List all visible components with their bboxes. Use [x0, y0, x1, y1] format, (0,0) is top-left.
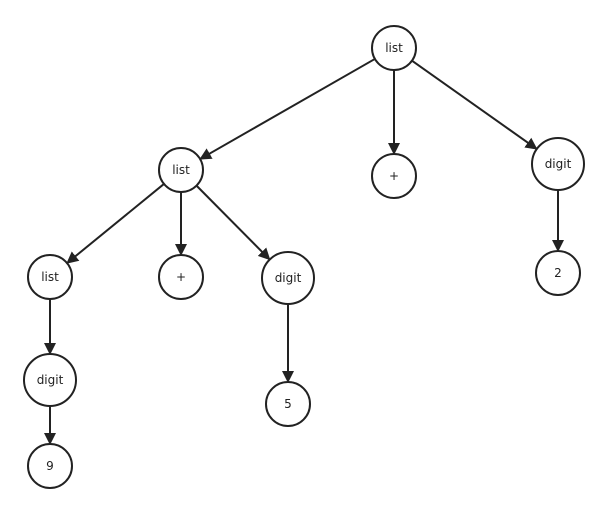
tree-node-n10: digit — [23, 353, 77, 407]
node-label: digit — [37, 373, 64, 387]
node-label: 5 — [284, 397, 292, 411]
edge-n2-n8 — [195, 184, 271, 261]
node-label: list — [172, 163, 190, 177]
tree-node-n3: + — [371, 153, 417, 199]
tree-node-n9: 5 — [265, 381, 311, 427]
node-label: + — [176, 270, 186, 284]
node-label: list — [41, 270, 59, 284]
edges-layer — [44, 58, 564, 445]
tree-node-n5: 2 — [535, 250, 581, 296]
node-circle — [535, 250, 581, 296]
node-circle — [158, 147, 204, 193]
node-label: digit — [275, 271, 302, 285]
edge-n1-n2 — [199, 58, 376, 160]
tree-node-n8: digit — [261, 251, 315, 305]
node-circle — [27, 254, 73, 300]
tree-node-n6: list — [27, 254, 73, 300]
node-circle — [265, 381, 311, 427]
node-label: list — [385, 41, 403, 55]
node-circle — [158, 254, 204, 300]
node-circle — [371, 25, 417, 71]
node-circle — [27, 443, 73, 489]
nodes-layer: list list + digit 2 list + digit 5 digit 9 — [23, 25, 585, 489]
tree-node-n11: 9 — [27, 443, 73, 489]
tree-node-n1: list — [371, 25, 417, 71]
node-circle — [23, 353, 77, 407]
tree-node-n4: digit — [531, 137, 585, 191]
tree-node-n7: + — [158, 254, 204, 300]
node-label: 9 — [46, 459, 54, 473]
node-label: 2 — [554, 266, 562, 280]
edge-n1-n4 — [411, 59, 538, 150]
node-label: + — [389, 169, 399, 183]
node-circle — [371, 153, 417, 199]
edge-n2-n6 — [66, 183, 165, 264]
node-circle — [261, 251, 315, 305]
node-label: digit — [545, 157, 572, 171]
tree-node-n2: list — [158, 147, 204, 193]
node-circle — [531, 137, 585, 191]
